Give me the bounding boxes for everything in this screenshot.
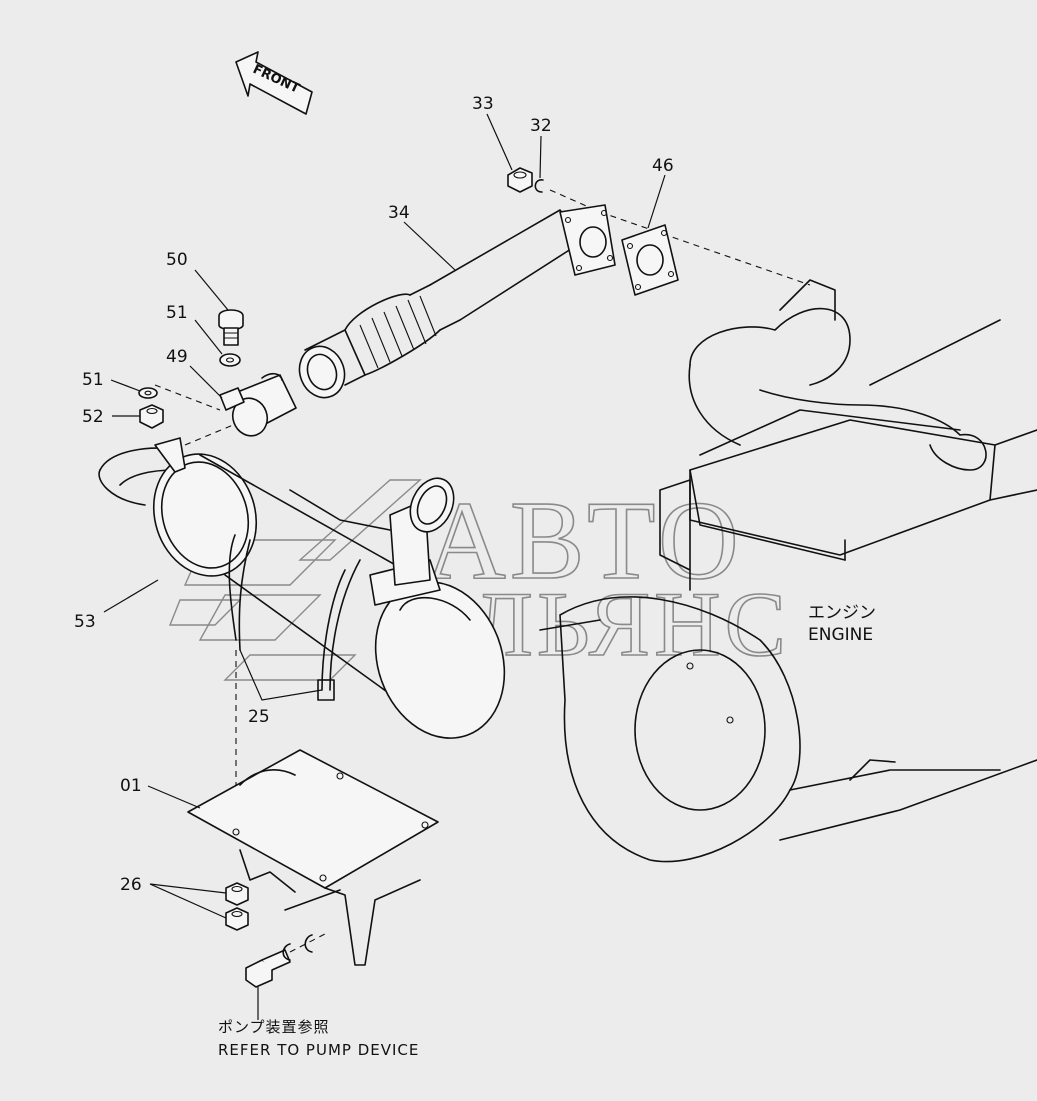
bracket [187, 749, 439, 966]
silencer [98, 437, 506, 739]
washer-32 [534, 179, 544, 193]
nut-26-lower [225, 907, 249, 931]
engine-label-en: ENGINE [808, 625, 873, 645]
callout-46: 46 [652, 156, 674, 176]
exhaust-pipe [298, 204, 616, 399]
nut-52 [139, 404, 164, 429]
washer-51-upper [219, 353, 241, 367]
pump-bolt [245, 933, 326, 988]
nut-33 [507, 167, 533, 193]
callout-01: 01 [120, 776, 142, 796]
washer-51-lower [138, 387, 158, 399]
callout-50: 50 [166, 250, 188, 270]
callout-51-upper: 51 [166, 303, 188, 323]
clamp [219, 372, 297, 437]
callout-26: 26 [120, 875, 142, 895]
gasket [621, 224, 679, 296]
callout-52: 52 [82, 407, 104, 427]
front-arrow: FRONT [235, 51, 313, 115]
pump-note-en: REFER TO PUMP DEVICE [218, 1041, 419, 1059]
callout-51-lower: 51 [82, 370, 104, 390]
bolt-50 [218, 309, 244, 346]
callout-25: 25 [248, 707, 270, 727]
pump-note-jp: ポンプ装置参照 [218, 1018, 330, 1036]
engine: エンジン ENGINE [539, 279, 1037, 863]
nut-26-upper [225, 882, 249, 906]
engine-label-jp: エンジン [808, 603, 876, 623]
callout-49: 49 [166, 347, 188, 367]
pump-note: ポンプ装置参照 REFER TO PUMP DEVICE [218, 987, 419, 1059]
watermark-line1: АВТО [425, 479, 743, 603]
callout-53: 53 [74, 612, 96, 632]
callout-32: 32 [530, 116, 552, 136]
leader-lines [103, 113, 666, 919]
callouts: 33 32 46 34 50 51 49 51 52 53 25 01 26 [74, 94, 674, 895]
callout-34: 34 [388, 203, 410, 223]
callout-33: 33 [472, 94, 494, 114]
